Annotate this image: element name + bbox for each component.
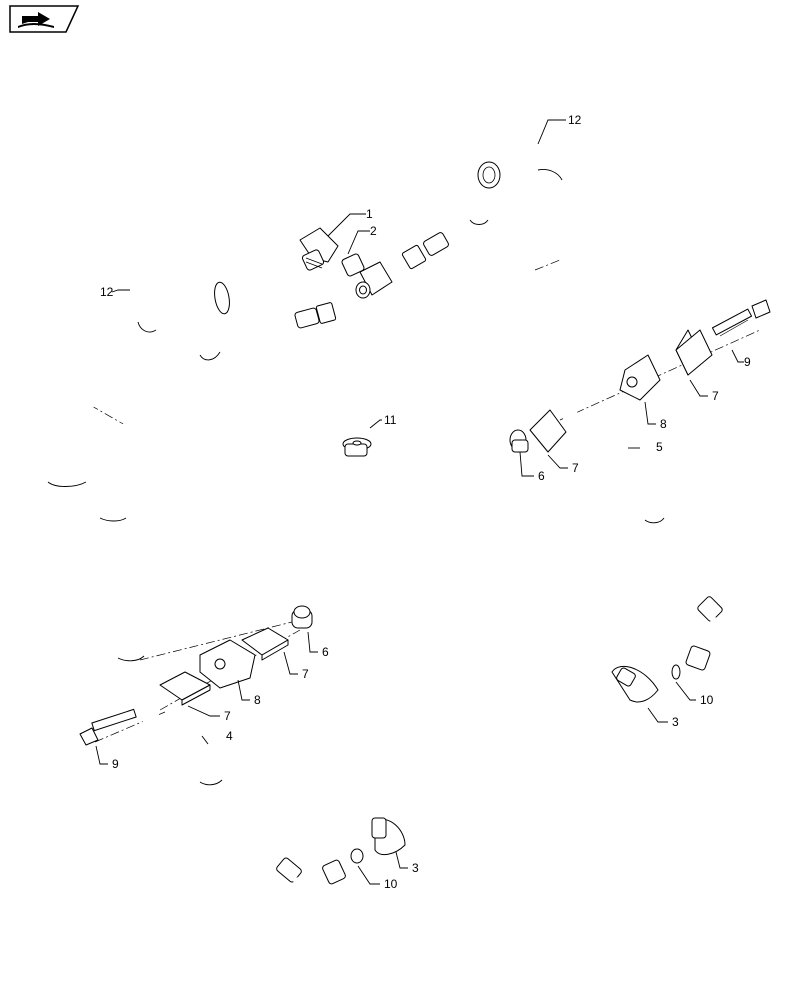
callout-11: 11	[384, 413, 397, 427]
callout-12: 12	[568, 113, 582, 127]
callout-7: 7	[302, 667, 309, 681]
callout-leaders	[95, 119, 744, 885]
fitting-3-lower	[350, 817, 406, 864]
clamp-group-right	[509, 299, 771, 453]
callout-4: 4	[226, 729, 233, 743]
book-arrow-icon	[9, 5, 80, 33]
callout-1: 1	[366, 207, 373, 221]
callout-7: 7	[572, 461, 579, 475]
hose-4	[99, 302, 346, 888]
part-1-elbow	[299, 227, 339, 271]
callout-10: 10	[700, 693, 714, 707]
callout-5: 5	[656, 440, 663, 454]
hose-12-left	[45, 281, 240, 635]
part-2-adapter	[341, 253, 393, 299]
callout-12: 12	[100, 285, 114, 299]
hose-5	[401, 208, 728, 671]
callout-8: 8	[254, 693, 261, 707]
nav-badge[interactable]	[8, 4, 80, 39]
callout-9: 9	[744, 355, 751, 369]
callout-3: 3	[412, 861, 419, 875]
callout-7: 7	[712, 389, 719, 403]
callout-7: 7	[224, 709, 231, 723]
callout-3: 3	[672, 715, 679, 729]
callout-8: 8	[660, 417, 667, 431]
callout-6: 6	[538, 469, 545, 483]
part-11-plug	[342, 437, 372, 457]
fitting-3-right	[611, 664, 681, 703]
centerlines	[89, 259, 761, 743]
hose-12-right	[475, 134, 625, 360]
callout-9: 9	[112, 757, 119, 771]
callout-labels: 1 2 3 3 4 5 6 6 7 7 7 7 8 8 9 9 10 10 11…	[100, 113, 751, 891]
callout-6: 6	[322, 645, 329, 659]
callout-2: 2	[370, 224, 377, 238]
clamp-group-left	[79, 605, 313, 746]
callout-10: 10	[384, 877, 398, 891]
